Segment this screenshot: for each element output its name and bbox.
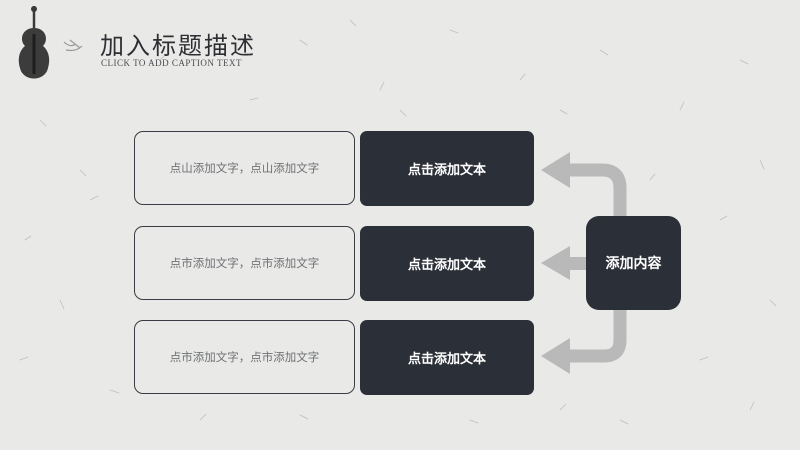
text-box-2-text: 点市添加文字，点市添加文字	[169, 256, 320, 270]
label-box-1-text: 点击添加文本	[407, 163, 486, 178]
arrowhead-middle	[541, 246, 570, 280]
connector-middle	[568, 257, 588, 270]
hub-box[interactable]: 添加内容	[586, 216, 681, 310]
label-box-3[interactable]: 点击添加文本	[360, 320, 534, 395]
label-box-2-text: 点击添加文本	[407, 258, 486, 273]
text-box-1-text: 点山添加文字，点山添加文字	[169, 161, 320, 175]
connector-top	[568, 163, 627, 216]
header: 加入标题描述 CLICK TO ADD CAPTION TEXT	[14, 4, 314, 94]
label-box-1[interactable]: 点击添加文本	[360, 131, 534, 206]
arrowhead-bottom	[541, 338, 570, 374]
page-title: 加入标题描述	[100, 32, 256, 60]
arrowhead-top	[541, 152, 570, 188]
text-box-3-text: 点市添加文字，点市添加文字	[169, 350, 320, 364]
violin-icon	[18, 6, 83, 79]
text-box-1[interactable]: 点山添加文字，点山添加文字	[134, 131, 355, 205]
hub-box-text: 添加内容	[605, 256, 662, 272]
label-box-2[interactable]: 点击添加文本	[360, 226, 534, 301]
page-subtitle: CLICK TO ADD CAPTION TEXT	[101, 58, 243, 68]
label-box-3-text: 点击添加文本	[407, 352, 486, 367]
text-box-2[interactable]: 点市添加文字，点市添加文字	[134, 226, 355, 300]
connector-bottom	[568, 310, 627, 363]
text-box-3[interactable]: 点市添加文字，点市添加文字	[134, 320, 355, 394]
